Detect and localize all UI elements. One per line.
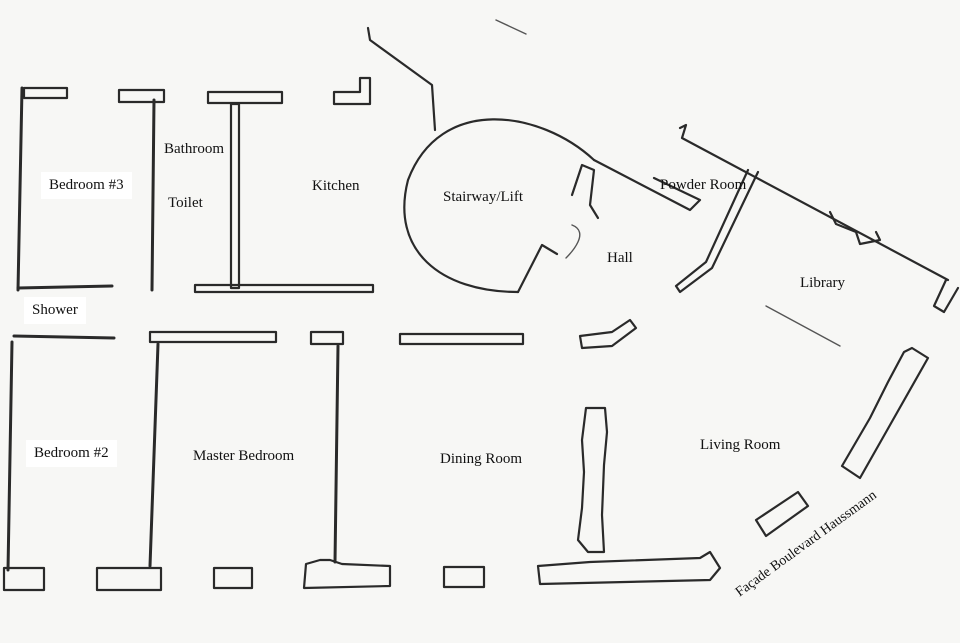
library-west-wall xyxy=(674,168,760,294)
east-facade-wall xyxy=(840,346,930,480)
room-label-hall: Hall xyxy=(607,250,633,266)
south-pier-3 xyxy=(212,566,254,590)
corridor-wall-1 xyxy=(148,330,278,344)
room-label-bedroom2: Bedroom #2 xyxy=(26,440,117,467)
hall-stub xyxy=(578,318,638,350)
south-pier-5 xyxy=(442,565,486,589)
room-label-library: Library xyxy=(800,275,845,291)
room-label-dining-room: Dining Room xyxy=(440,451,523,467)
stairway-door-swing xyxy=(565,224,581,259)
shower-south-wall xyxy=(12,334,116,340)
dining-living-partition xyxy=(576,406,609,554)
room-label-shower: Shower xyxy=(24,297,86,324)
corridor-wall-2 xyxy=(309,330,345,346)
room-label-stairway: Stairway/Lift xyxy=(443,189,523,205)
north-wall-stub-1 xyxy=(22,86,69,100)
room-label-bedroom3: Bedroom #3 xyxy=(41,172,132,199)
toilet-kitchen-partition xyxy=(229,102,241,290)
west-wall-lower xyxy=(6,340,14,572)
hall-north-wall xyxy=(592,158,702,212)
shower-north-wall xyxy=(16,284,114,290)
west-wall-upper xyxy=(16,86,24,292)
room-label-living-room: Living Room xyxy=(700,437,781,453)
stairway-door-frame xyxy=(570,163,600,220)
north-wall-stub-3 xyxy=(206,90,284,105)
library-notch xyxy=(828,210,882,246)
library-divider xyxy=(765,305,841,347)
east-corner xyxy=(932,278,960,314)
south-pier-2 xyxy=(95,566,163,592)
corridor-wall-3 xyxy=(398,332,525,346)
bedroom2-master-partition xyxy=(148,342,160,568)
stairway-circle xyxy=(403,118,596,294)
east-facade-pier xyxy=(754,490,810,538)
kitchen-south-wall xyxy=(193,283,375,294)
room-label-toilet: Toilet xyxy=(168,195,203,211)
room-label-bathroom: Bathroom xyxy=(164,141,224,157)
library-north-wall xyxy=(678,123,950,282)
north-wall-stub-4 xyxy=(332,76,372,106)
south-pier-6 xyxy=(536,550,722,586)
bedroom3-bath-partition xyxy=(150,98,156,292)
stray-mark xyxy=(495,19,527,35)
room-label-master-bedroom: Master Bedroom xyxy=(193,448,295,464)
master-dining-partition xyxy=(333,344,340,564)
stairway-north-wall xyxy=(366,26,437,132)
north-wall-stub-2 xyxy=(117,88,166,104)
south-pier-4 xyxy=(302,558,392,590)
south-pier-1 xyxy=(2,566,46,592)
room-label-powder-room: Powder Room xyxy=(660,177,747,193)
room-label-kitchen: Kitchen xyxy=(312,178,360,194)
stairway-east-jamb xyxy=(516,243,559,294)
